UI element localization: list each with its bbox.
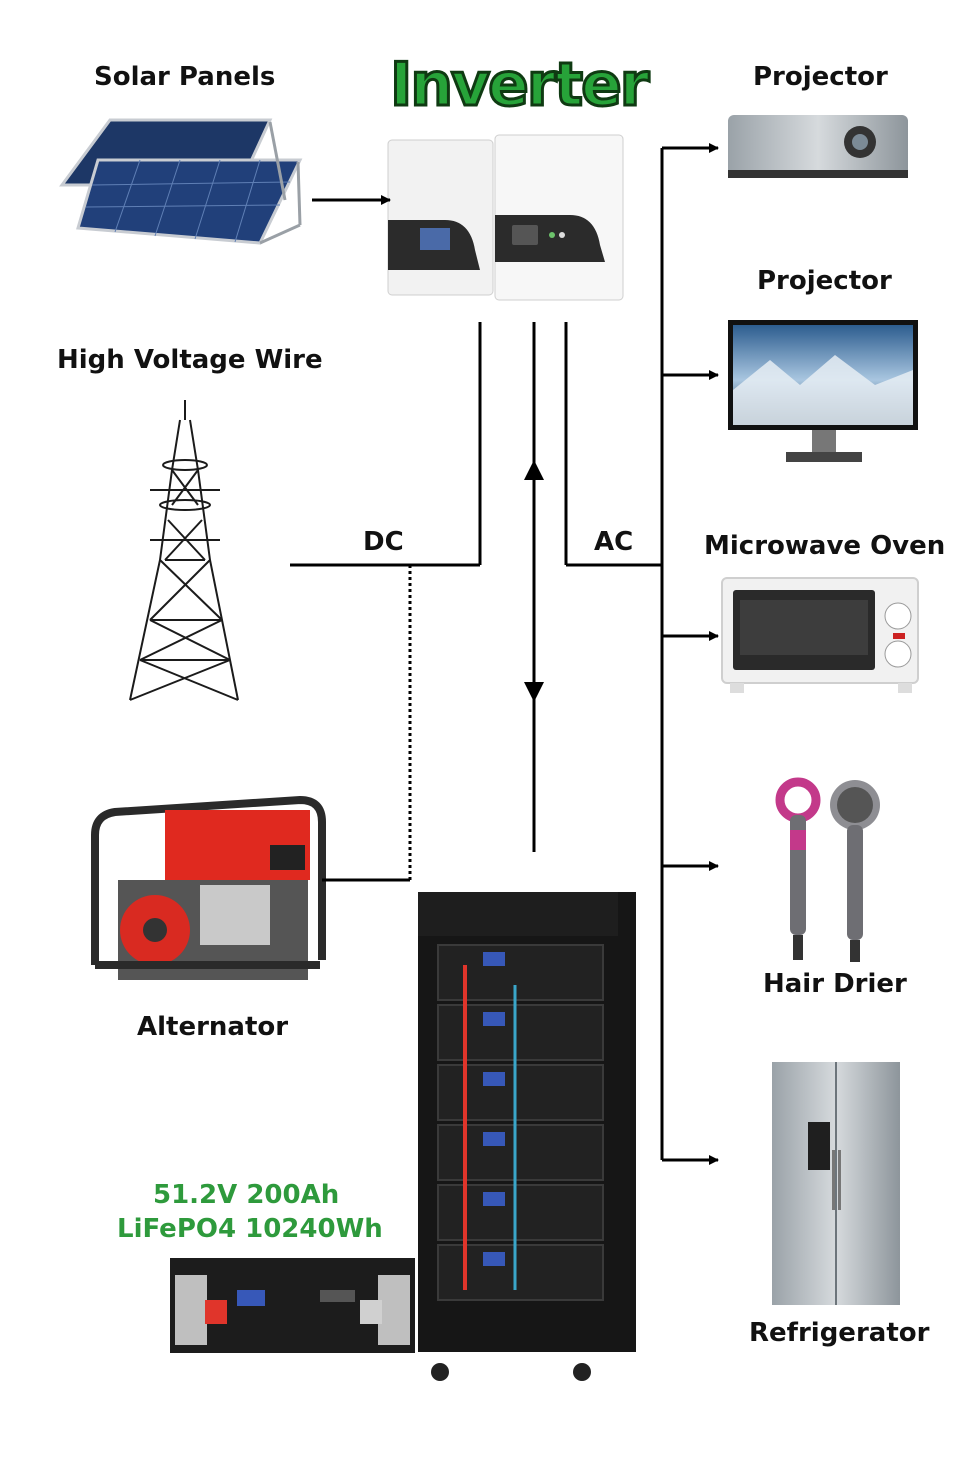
generator-illustration	[91, 795, 326, 980]
projector-label: Projector	[753, 62, 888, 92]
transmission-tower-illustration	[129, 400, 239, 701]
alternator-label: Alternator	[137, 1012, 289, 1042]
battery-flow-arrows	[524, 460, 544, 702]
inverter-title: Inverter	[388, 49, 650, 122]
battery-rack-illustration	[418, 892, 636, 1381]
battery-spec-line-2: LiFePO4 10240Wh	[117, 1214, 383, 1244]
hair-drier-label: Hair Drier	[763, 969, 907, 999]
connection-wires	[290, 143, 719, 1165]
ac-label: AC	[594, 527, 634, 557]
refrigerator-label: Refrigerator	[749, 1318, 930, 1348]
battery-module-illustration	[170, 1258, 415, 1353]
hair-dryer-illustration	[775, 777, 880, 962]
oven-illustration	[721, 577, 919, 693]
refrigerator-illustration	[772, 1062, 900, 1305]
monitor-illustration	[728, 320, 918, 462]
solar-panels-illustration	[59, 118, 303, 245]
microwave-oven-label: Microwave Oven	[704, 531, 946, 561]
solar-panels-label: Solar Panels	[94, 62, 276, 92]
inverter-illustration	[387, 134, 624, 301]
monitor-label: Projector	[757, 266, 892, 296]
battery-spec-line-1: 51.2V 200Ah	[153, 1180, 340, 1210]
dc-label: DC	[363, 527, 404, 557]
high-voltage-wire-label: High Voltage Wire	[57, 345, 323, 375]
projector-illustration	[728, 115, 908, 178]
